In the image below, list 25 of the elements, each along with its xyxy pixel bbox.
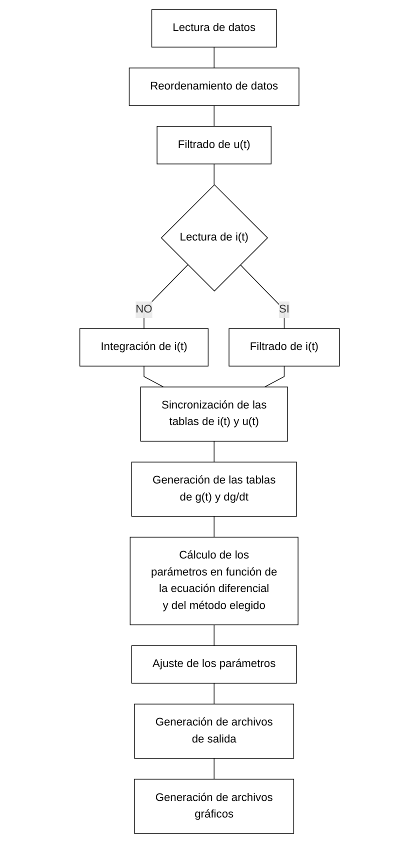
connector (144, 264, 189, 329)
connector (214, 440, 215, 462)
connector (264, 366, 285, 388)
connector (214, 516, 215, 538)
connector (214, 682, 215, 704)
node-box: Integración de i(t) (80, 328, 209, 366)
node-box: Reordenamiento de datos (129, 68, 300, 106)
node-box: Generación de las tablas de g(t) y dg/dt (132, 462, 298, 517)
node-box: Cálculo de los parámetros en función de la ecuación diferencial y del método elegido (130, 536, 299, 626)
connector (214, 105, 215, 127)
node-diamond: Lectura de i(t) (161, 184, 268, 292)
node-box: Generación de archivos gráficos (134, 778, 294, 834)
node-box: Sincronización de las tablas de i(t) y u(t) (140, 386, 288, 442)
node-box: Lectura de datos (152, 9, 278, 48)
connector (214, 624, 215, 646)
node-box: Ajuste de los parámetros (132, 645, 298, 684)
edge-label: SI (279, 304, 290, 316)
edge-label: NO (136, 304, 153, 316)
node-box: Filtrado de i(t) (229, 328, 340, 366)
connector (214, 164, 215, 186)
node-box: Generación de archivos de salida (134, 704, 294, 759)
connector (214, 46, 215, 68)
connector (214, 758, 215, 780)
node-box: Filtrado de u(t) (157, 126, 272, 164)
connector (144, 366, 164, 388)
